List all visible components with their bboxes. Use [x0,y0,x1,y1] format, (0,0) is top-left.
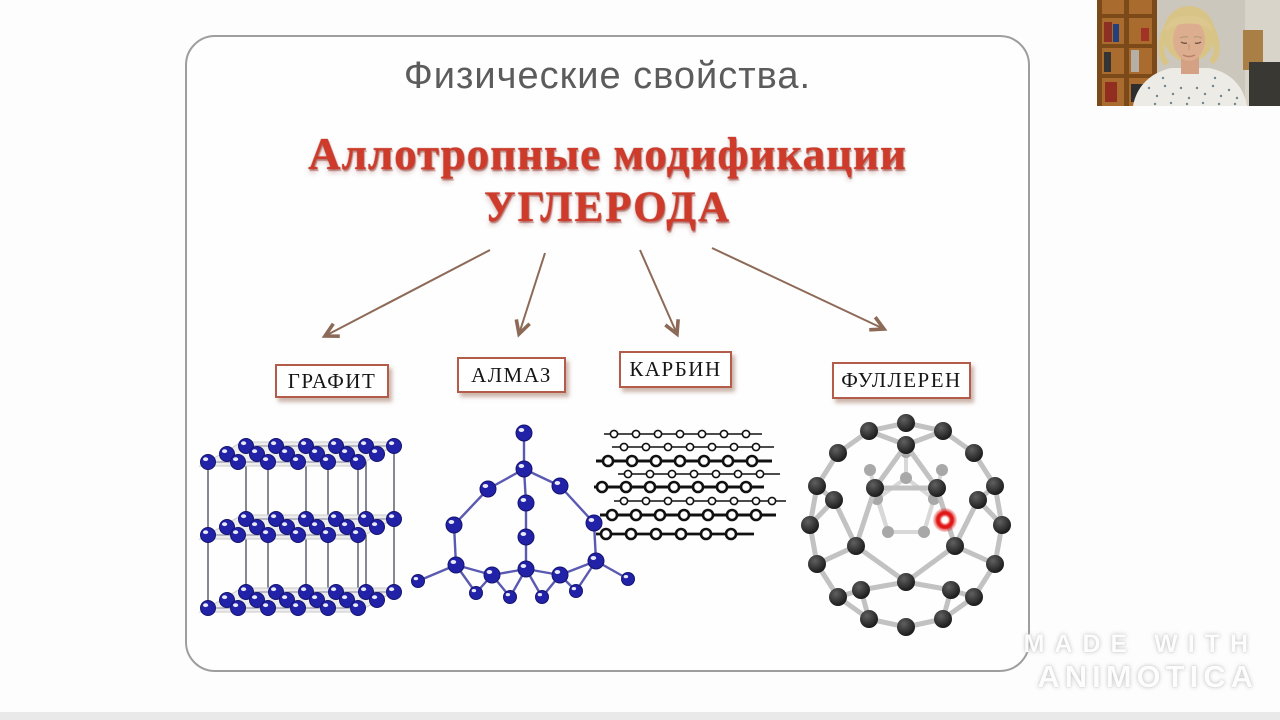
bottom-strip [0,712,1280,720]
label-diamond: АЛМАЗ [471,362,552,387]
watermark-line1: MADE WITH [1023,630,1258,658]
label-box-diamond: АЛМАЗ [457,357,566,393]
label-box-graphite: ГРАФИТ [275,364,389,398]
slide-title: Физические свойства. [403,55,812,97]
graphite-layered-lattice-icon [198,438,402,616]
laser-pointer-dot [933,508,957,532]
bookshelf [1097,0,1157,106]
label-carbyne: КАРБИН [629,357,722,381]
heading-line2: УГЛЕРОДА [483,184,732,231]
animotica-watermark: MADE WITH ANIMOTICA [1024,629,1258,695]
label-box-fullerene: ФУЛЛЕРЕН [832,362,971,399]
heading-line1: Аллотропные модификации [308,129,907,179]
slide-card [185,35,1030,672]
label-fullerene: ФУЛЛЕРЕН [841,368,962,392]
label-graphite: ГРАФИТ [287,368,377,393]
diamond-tetrahedral-lattice-icon [411,424,635,604]
label-box-carbyne: КАРБИН [619,351,732,388]
webcam-scene [1097,0,1280,106]
presenter [1133,6,1247,106]
fullerene-c60-ball-icon [801,414,1011,636]
slide-heading: Аллотропные модификации УГЛЕРОДА [185,126,1030,234]
carbyne-linear-chains-icon [594,429,786,541]
presenter-webcam [1097,0,1280,106]
watermark-line2: ANIMOTICA [1037,659,1258,694]
